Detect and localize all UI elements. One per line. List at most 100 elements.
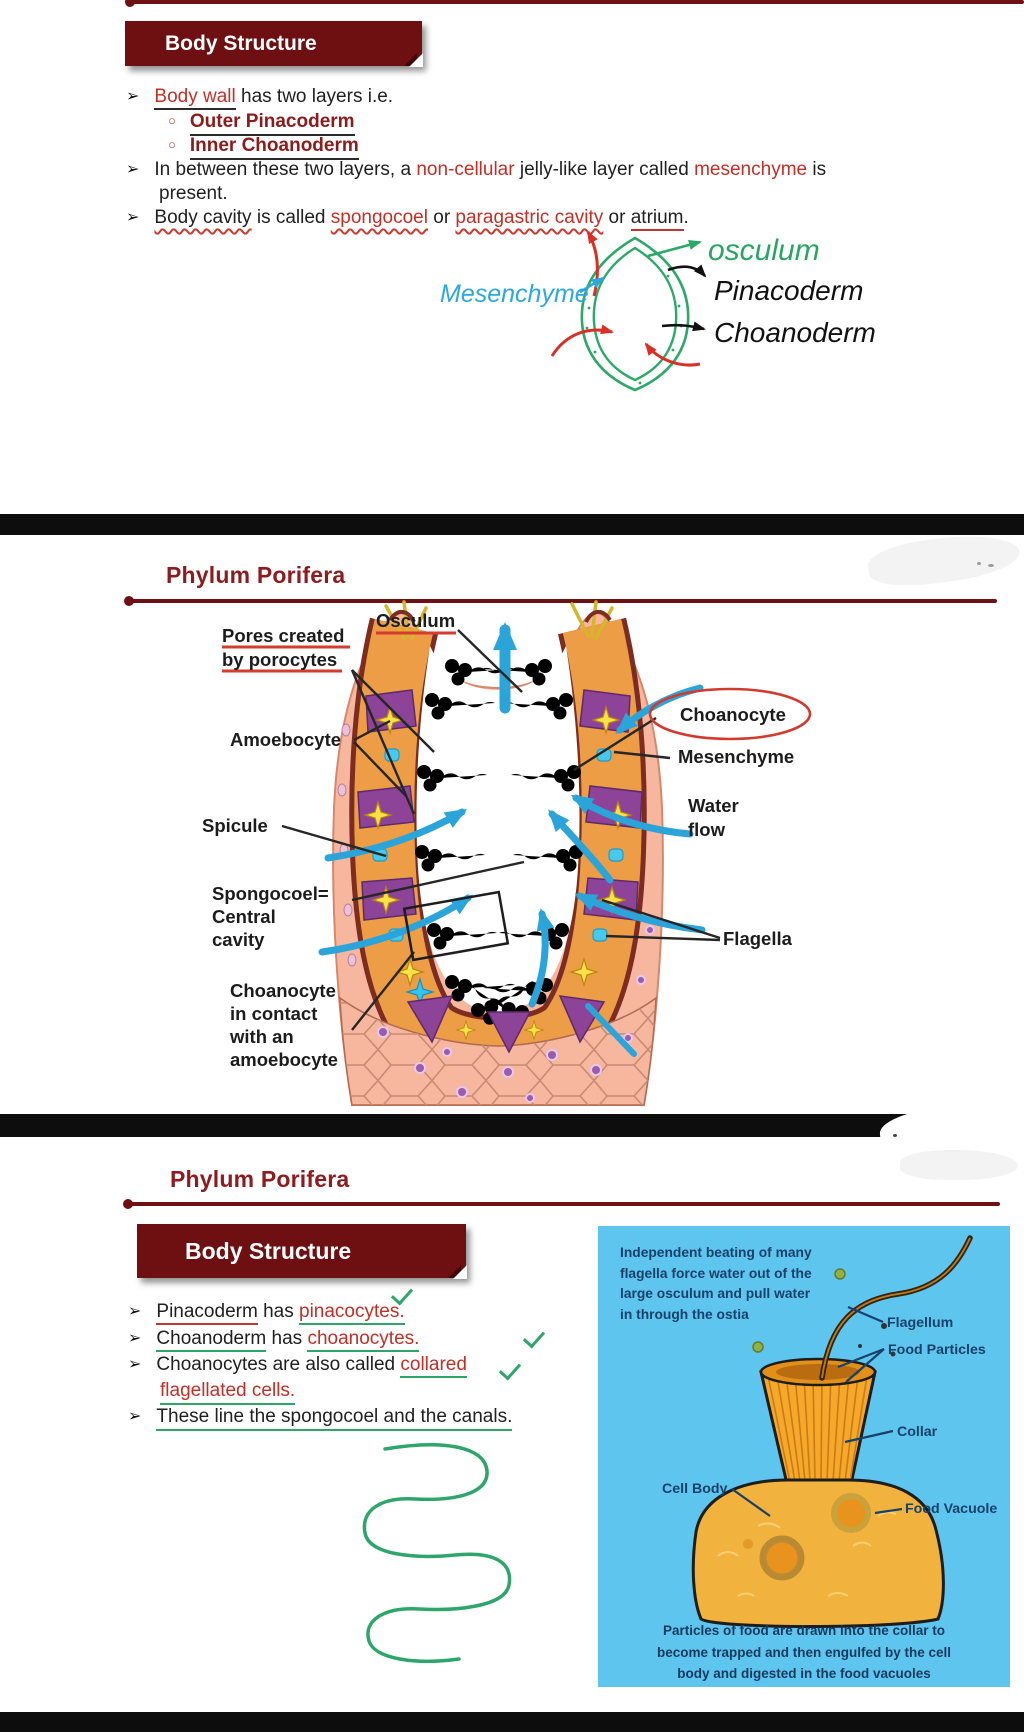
mesenchyme-label: Mesenchyme [678, 746, 794, 767]
spongocoel-label-2: Central [212, 906, 276, 927]
cell-texture [717, 1511, 897, 1597]
hand-drawn-sponge-sketch: osculum Mesenchyme Pinacoderm Choanoderm [440, 230, 876, 392]
water-arrow [570, 794, 694, 838]
desc-line: in through the ostia [620, 1306, 749, 1322]
choanoderm-pointer-arrow [661, 321, 706, 332]
bullet-arrow-icon: ➢ [128, 1356, 142, 1373]
water-arrow [528, 908, 555, 1008]
bullet-text: has two layers i.e. [235, 86, 394, 107]
title-rule [124, 596, 997, 606]
olive-dot [834, 1268, 846, 1280]
osculum-label: Osculum [376, 610, 455, 631]
bullet-arrow-icon: ➢ [128, 1303, 142, 1320]
bullet-text: has [257, 1301, 299, 1322]
cell-body-label: Cell Body [662, 1481, 728, 1497]
pinacoderm-term: Pinacoderm [156, 1301, 258, 1325]
spongocoel-term: spongocoel [330, 207, 428, 228]
water-arrow-tail [585, 1003, 637, 1057]
bullet-arrow-icon: ➢ [128, 1330, 142, 1347]
flagellum-core [821, 1237, 971, 1379]
caption-line: become trapped and then engulfed by the … [656, 1644, 952, 1660]
spongocoel-label: Spongocoel= [212, 883, 329, 904]
paragastric-term: paragastric cavity [455, 207, 604, 228]
choanocytes-term: choanocytes. [307, 1328, 420, 1352]
pinacocytes-term: pinacocytes. [299, 1301, 405, 1325]
body-structure-header: Body Structure [137, 1224, 467, 1279]
water-in-arrow-right [644, 342, 701, 367]
bullet-arrow-icon: ➢ [126, 209, 140, 226]
bullet-collared: ➢ Choanocytes are also called collared [128, 1353, 467, 1378]
panel-caption: Particles of food are drawn into the col… [612, 1620, 996, 1685]
choanoderm-term: Choanoderm [156, 1328, 267, 1352]
olive-dot [752, 1341, 764, 1353]
flagellated-cells-term: flagellated cells. [160, 1379, 296, 1405]
bullet-text: Choanocytes are also called [156, 1354, 401, 1375]
sketch-outer-wall [580, 236, 690, 392]
desc-line: Independent beating of many [620, 1245, 812, 1260]
sub-bullet-outer-pinacoderm: ○ Outer Pinacoderm [168, 110, 355, 136]
bullet-text: These line the spongocoel and the canals… [156, 1405, 513, 1431]
bullet-mesenchyme: ➢ In between these two layers, a non-cel… [126, 158, 826, 181]
food-particles-label: Food Particles [888, 1342, 986, 1358]
bullet-lining: ➢ These line the spongocoel and the cana… [128, 1405, 513, 1431]
bullet-body-cavity: ➢ Body cavity is called spongocoel or pa… [126, 206, 689, 231]
water-in-arrow-left [550, 324, 614, 357]
water-flow-label: Water [688, 795, 739, 816]
bullet-arrow-icon: ➢ [126, 161, 140, 178]
title-rule [123, 1199, 1000, 1209]
separator-bar [0, 1712, 1024, 1732]
mesenchyme-term: mesenchyme [694, 159, 808, 180]
contact-label-2: in contact [230, 1003, 317, 1024]
previous-slide-rule [125, 0, 1024, 7]
choanocyte-label: Choanocyte [680, 704, 786, 725]
small-vacuole [743, 1539, 753, 1549]
hexagon-pattern [340, 998, 656, 1105]
water-out-arrow [586, 230, 599, 297]
choanocyte-diagram: Flagellum Food Particles Collar Cell Bod… [662, 1235, 997, 1628]
bullet-text: is [807, 159, 827, 180]
flagella-label: Flagella [723, 928, 793, 949]
spicule-label: Spicule [202, 815, 268, 836]
wall-amoebocyte-dots [377, 925, 655, 1103]
water-flow-label-2: flow [688, 819, 726, 840]
inner-choanoderm-term: Inner Choanoderm [189, 134, 359, 160]
pores-label-2: by porocytes [222, 649, 337, 670]
header-label: Body Structure [165, 31, 317, 55]
non-cellular-term: non-cellular [416, 159, 515, 180]
contact-label-4: amoebocyte [230, 1049, 338, 1070]
water-arrow [548, 809, 614, 884]
spongocoel-label-3: cavity [212, 929, 265, 950]
desc-line: flagella force water out of the [620, 1265, 812, 1281]
body-cavity-term: Body cavity [154, 207, 252, 228]
choanoderm-sketch-label: Choanoderm [714, 317, 876, 348]
sketch-inner-wall [592, 246, 678, 382]
desc-line: large osculum and pull water [620, 1286, 811, 1301]
bullet-arrow-icon: ➢ [126, 88, 140, 105]
contact-label-3: with an [229, 1026, 294, 1047]
food-particle-dots [858, 1323, 896, 1357]
panel-leader-lines [731, 1305, 903, 1517]
collar-label: Collar [897, 1424, 938, 1440]
bullet-text: or [427, 207, 456, 228]
sponge-anatomy-diagram: Pores created by porocytes Osculum Amoeb… [202, 600, 812, 1106]
bullet-text: or [603, 207, 631, 228]
leader-lines [281, 629, 721, 1031]
bullet-arrow-icon: ➢ [128, 1408, 142, 1425]
osculum-sketch-label: osculum [708, 234, 820, 267]
flagellum-label: Flagellum [887, 1315, 953, 1331]
eraser-smudge [900, 1150, 1018, 1180]
bullet-collared-line2: flagellated cells. [160, 1379, 296, 1405]
collar-pleats [767, 1375, 868, 1483]
smudge-dot [893, 1134, 897, 1137]
collared-term: collared [400, 1354, 467, 1378]
contact-label-1: Choanocyte [230, 980, 336, 1001]
squiggle-path [362, 1443, 512, 1663]
amoebocyte-label: Amoebocyte [230, 729, 341, 750]
checkmark-icon [522, 1325, 546, 1349]
bullet-choanoderm: ➢ Choanoderm has choanocytes. [128, 1327, 420, 1352]
smudge-dot [977, 562, 981, 565]
slide-title: Phylum Porifera [170, 1166, 350, 1192]
panel-description: Independent beating of many flagella for… [620, 1243, 852, 1325]
atrium-term: atrium [630, 207, 684, 231]
